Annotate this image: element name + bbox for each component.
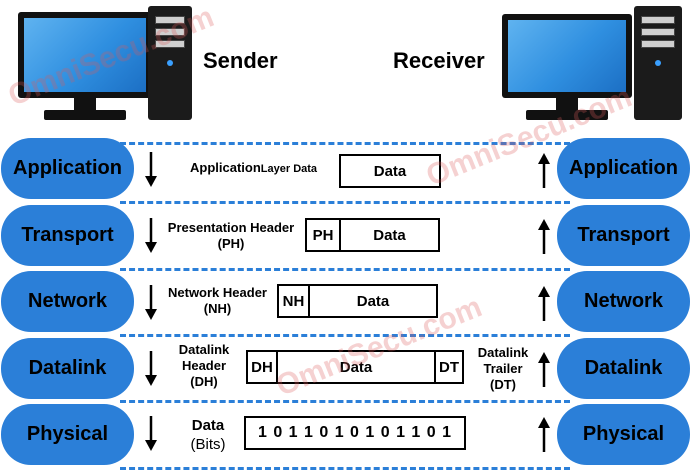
up-arrow-icon (536, 285, 552, 321)
presentation-header-label: Presentation Header (PH) (167, 220, 295, 251)
physical-bits-label: Data (Bits) (190, 417, 226, 453)
receiver-layer-physical: Physical (557, 404, 690, 465)
down-arrow-icon (143, 351, 159, 387)
sender-computer-icon (10, 6, 200, 126)
layer-divider (120, 142, 570, 145)
data-field: Data (373, 162, 407, 180)
layer-divider (120, 467, 570, 470)
transport-segment-box: PH Data (305, 218, 440, 252)
application-data-box: Data (339, 154, 441, 188)
layer-divider (120, 400, 570, 403)
down-arrow-icon (143, 218, 159, 254)
datalink-trailer-label: Datalink Trailer (DT) (477, 345, 529, 392)
data-field: Data (339, 358, 373, 376)
layer-divider (120, 201, 570, 204)
data-field: Data (373, 226, 406, 244)
receiver-layer-datalink: Datalink (557, 338, 690, 399)
receiver-computer-icon (494, 6, 690, 126)
sender-layer-transport: Transport (1, 205, 134, 266)
layer-divider (120, 334, 570, 337)
sender-layer-datalink: Datalink (1, 338, 134, 399)
application-data-label: ApplicationLayer Data (190, 160, 318, 175)
down-arrow-icon (143, 285, 159, 321)
up-arrow-icon (536, 152, 552, 188)
network-packet-box: NH Data (277, 284, 438, 318)
sender-label: Sender (203, 48, 278, 73)
sender-layer-network: Network (1, 271, 134, 332)
header-field: NH (279, 286, 310, 316)
trailer-field: DT (434, 352, 462, 382)
receiver-layer-network: Network (557, 271, 690, 332)
datalink-frame-box: DH Data DT (246, 350, 464, 384)
receiver-label: Receiver (393, 48, 485, 73)
up-arrow-icon (536, 416, 552, 452)
bitstream-field: 1 0 1 1 0 1 0 1 0 1 1 0 1 (257, 424, 453, 441)
down-arrow-icon (143, 416, 159, 452)
up-arrow-icon (536, 351, 552, 387)
header-field: DH (248, 352, 278, 382)
datalink-header-label: Datalink Header (DH) (178, 342, 230, 389)
layer-divider (120, 268, 570, 271)
sender-layer-application: Application (1, 138, 134, 199)
data-field: Data (356, 292, 390, 310)
sender-layer-physical: Physical (1, 404, 134, 465)
network-header-label: Network Header (NH) (168, 285, 267, 316)
up-arrow-icon (536, 218, 552, 254)
header-field: PH (307, 220, 341, 250)
physical-bitstream-box: 1 0 1 1 0 1 0 1 0 1 1 0 1 (244, 416, 466, 450)
receiver-layer-transport: Transport (557, 205, 690, 266)
receiver-layer-application: Application (557, 138, 690, 199)
down-arrow-icon (143, 152, 159, 188)
